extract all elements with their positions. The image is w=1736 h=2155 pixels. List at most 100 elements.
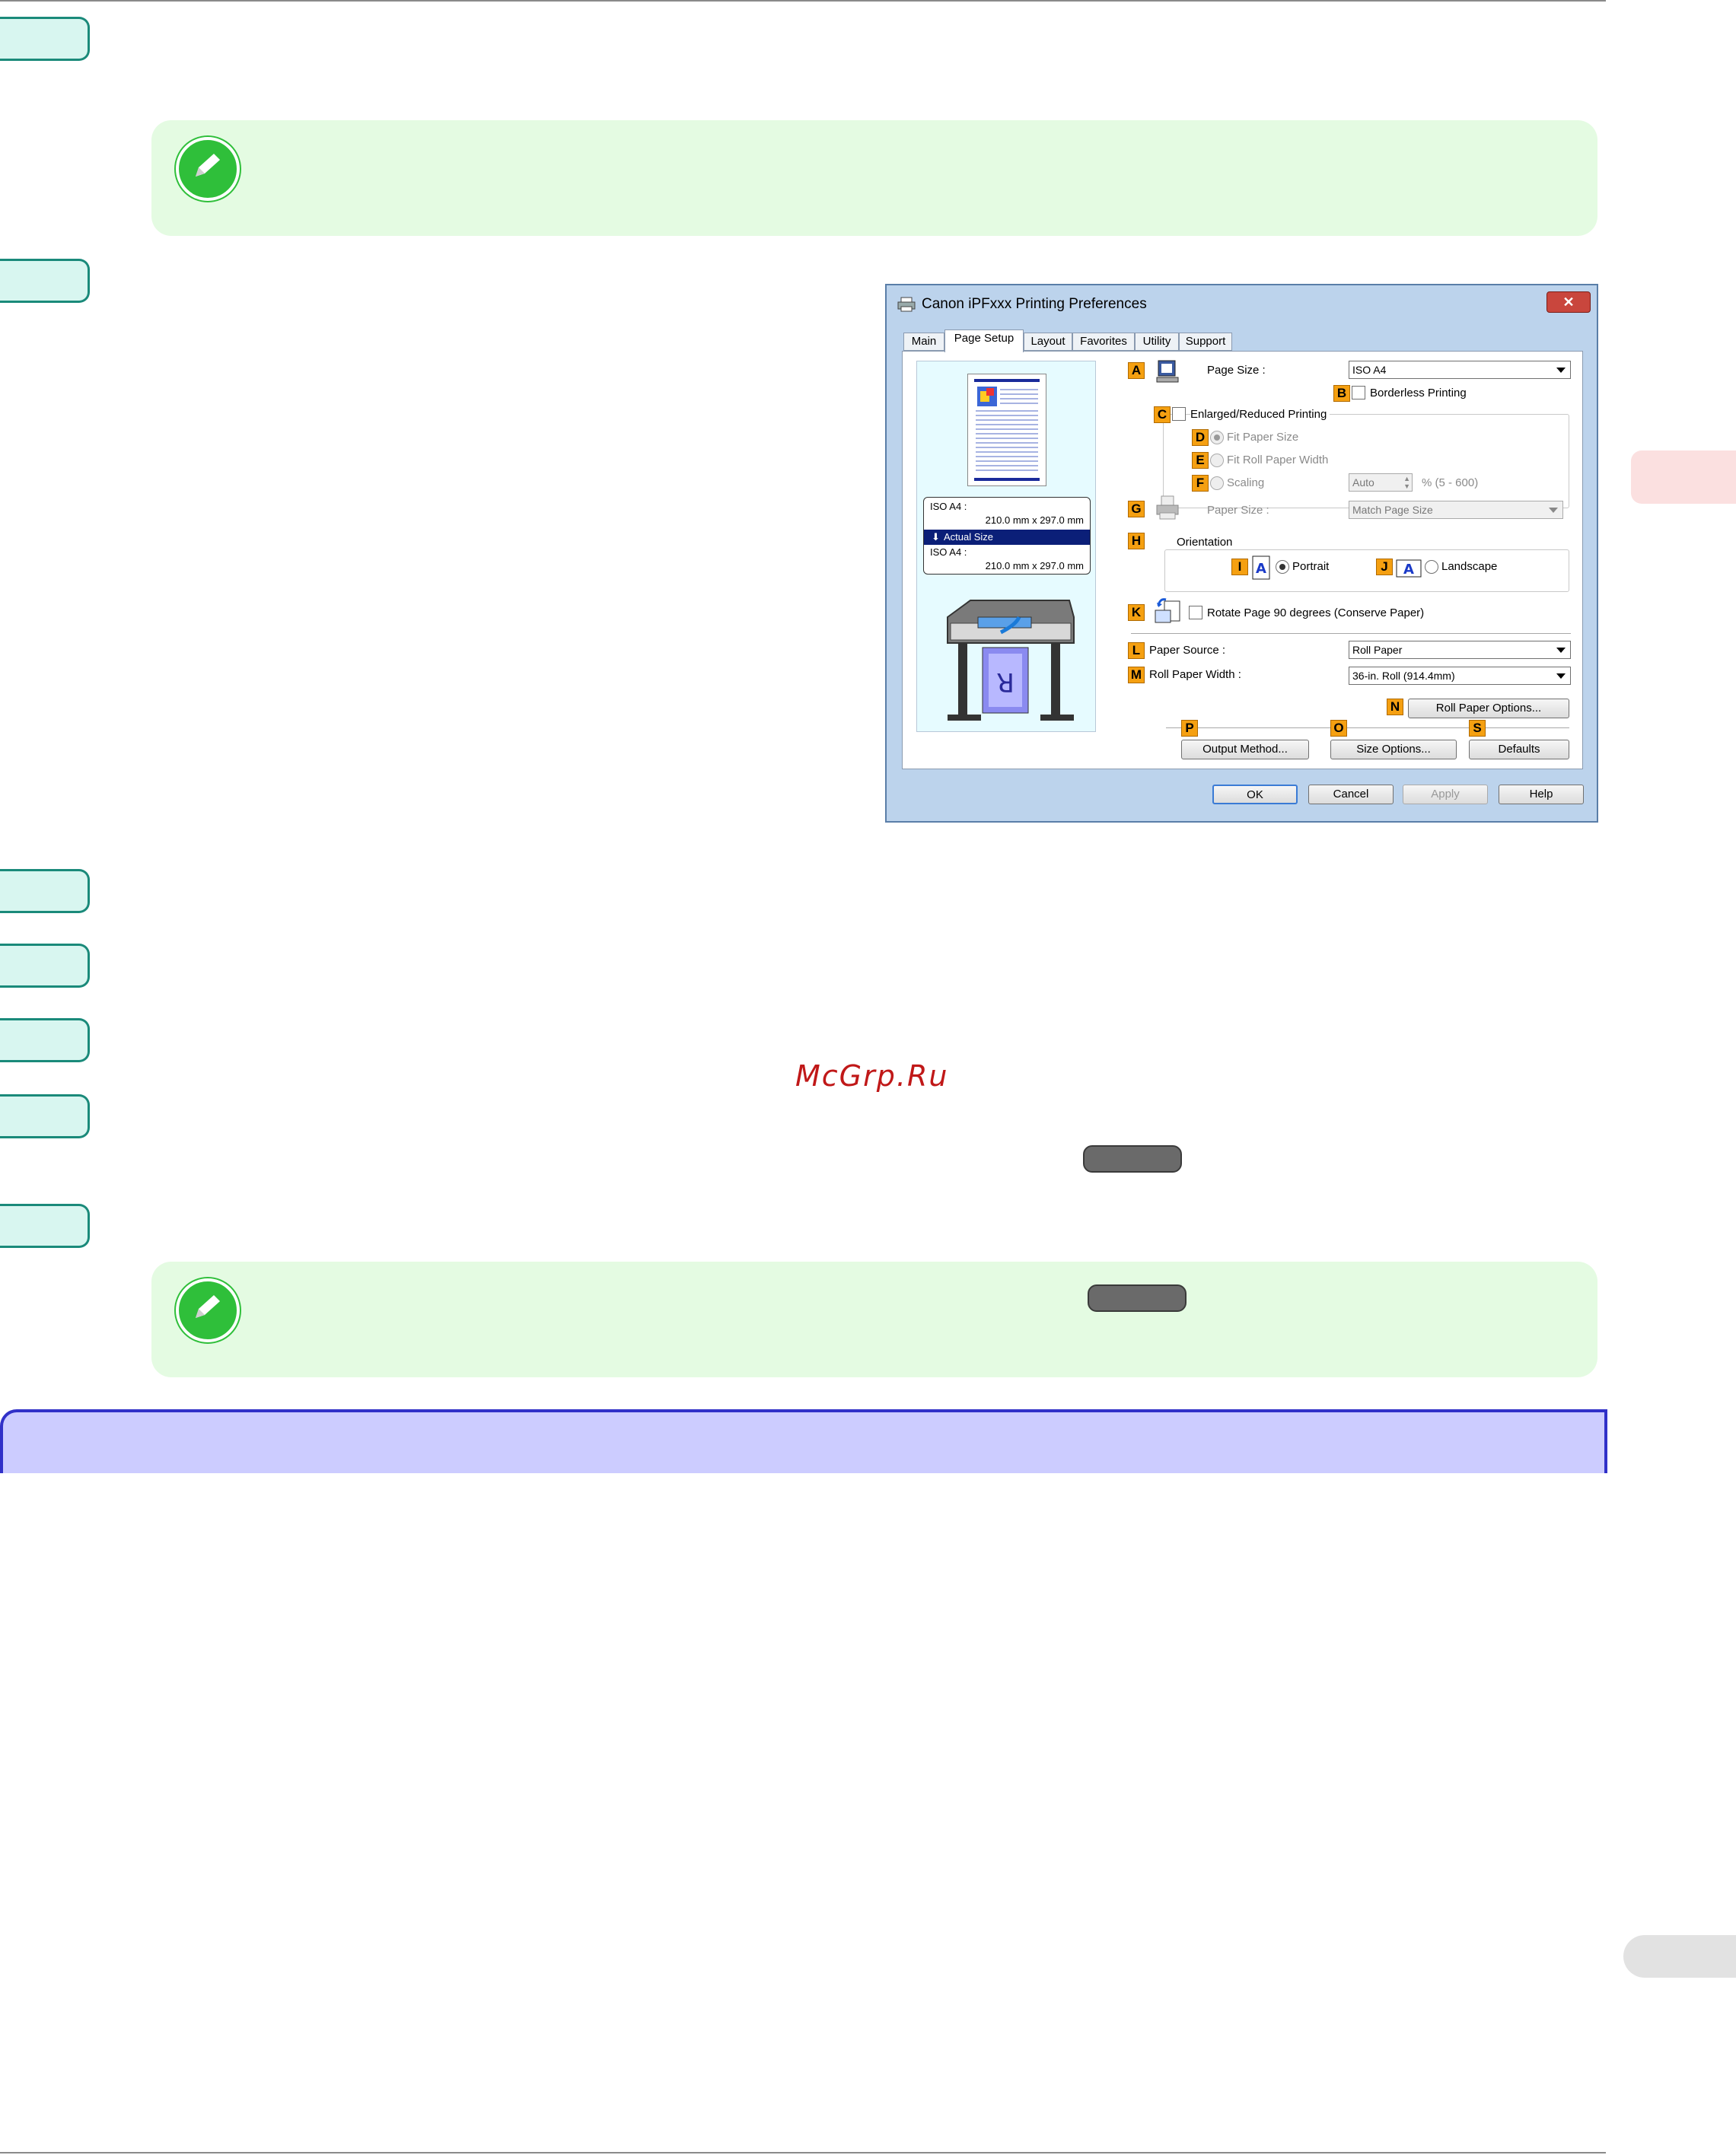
input-size-value: 210.0 mm x 297.0 mm bbox=[985, 514, 1084, 526]
label-j: J bbox=[1376, 559, 1393, 575]
portrait-radio[interactable] bbox=[1276, 560, 1289, 574]
label-g: G bbox=[1128, 501, 1145, 517]
printer-illustration: R bbox=[947, 600, 1075, 721]
section-heading-bar bbox=[0, 1409, 1607, 1473]
enlarged-reduced-group bbox=[1163, 414, 1569, 508]
step-tab bbox=[0, 1094, 90, 1138]
printed-letter: R bbox=[996, 667, 1015, 697]
divider bbox=[1131, 633, 1571, 634]
borderless-checkbox[interactable] bbox=[1352, 386, 1365, 399]
label-m: M bbox=[1128, 667, 1145, 683]
paper-size-select[interactable]: Match Page Size bbox=[1349, 501, 1563, 519]
page-size-icon bbox=[1156, 360, 1179, 383]
label-e: E bbox=[1192, 452, 1209, 469]
tab-utility[interactable]: Utility bbox=[1135, 333, 1179, 351]
label-h: H bbox=[1128, 533, 1145, 549]
close-button[interactable]: ✕ bbox=[1546, 291, 1591, 313]
svg-text:A: A bbox=[1256, 561, 1266, 577]
output-method-button[interactable]: Output Method... bbox=[1181, 740, 1309, 759]
rotate-page-label: Rotate Page 90 degrees (Conserve Paper) bbox=[1207, 606, 1425, 619]
label-l: L bbox=[1128, 642, 1145, 659]
paper-size-label: Paper Size : bbox=[1207, 504, 1269, 517]
printing-preferences-dialog: Canon iPFxxx Printing Preferences ✕ Main… bbox=[885, 284, 1598, 823]
page-preview-thumbnail bbox=[967, 374, 1046, 486]
arrow-down-icon: ⬇ bbox=[932, 531, 940, 543]
note-box bbox=[151, 1262, 1597, 1377]
chevron-down-icon bbox=[1556, 673, 1566, 679]
rotate-page-icon bbox=[1155, 598, 1180, 623]
enlarged-reduced-checkbox[interactable] bbox=[1172, 407, 1186, 421]
step-tab bbox=[0, 869, 90, 913]
scaling-label: Scaling bbox=[1227, 476, 1265, 489]
step-tab bbox=[0, 17, 90, 61]
label-k: K bbox=[1128, 604, 1145, 621]
actual-size-label: Actual Size bbox=[944, 531, 994, 543]
tab-main[interactable]: Main bbox=[903, 333, 944, 351]
label-f: F bbox=[1192, 475, 1209, 492]
roll-paper-options-button[interactable]: Roll Paper Options... bbox=[1408, 699, 1569, 718]
borderless-label: Borderless Printing bbox=[1370, 387, 1467, 399]
tab-layout[interactable]: Layout bbox=[1024, 333, 1072, 351]
landscape-icon: A bbox=[1396, 559, 1422, 578]
rotate-page-checkbox[interactable] bbox=[1189, 606, 1202, 619]
note-box bbox=[151, 120, 1597, 236]
ok-button[interactable]: OK bbox=[1212, 785, 1298, 804]
paper-size-icon bbox=[1156, 495, 1179, 520]
print-preview: ISO A4 : 210.0 mm x 297.0 mm ⬇ Actual Si… bbox=[916, 361, 1096, 732]
pencil-note-icon bbox=[176, 1278, 240, 1342]
page-size-select[interactable]: ISO A4 bbox=[1349, 361, 1571, 379]
enlarged-reduced-label: Enlarged/Reduced Printing bbox=[1190, 408, 1330, 421]
size-options-button[interactable]: Size Options... bbox=[1330, 740, 1457, 759]
key-badge bbox=[1083, 1145, 1182, 1173]
page-number-tab bbox=[1623, 1935, 1736, 1978]
label-p: P bbox=[1181, 720, 1198, 737]
label-a: A bbox=[1128, 362, 1145, 379]
dialog-title: Canon iPFxxx Printing Preferences bbox=[922, 296, 1147, 312]
step-tab bbox=[0, 1018, 90, 1062]
help-button[interactable]: Help bbox=[1499, 785, 1584, 804]
scaling-range: % (5 - 600) bbox=[1422, 476, 1479, 489]
paper-source-value: Roll Paper bbox=[1352, 644, 1403, 656]
scaling-value: Auto bbox=[1352, 476, 1374, 489]
label-s: S bbox=[1469, 720, 1486, 737]
fit-roll-width-radio[interactable] bbox=[1210, 454, 1224, 467]
landscape-radio[interactable] bbox=[1425, 560, 1438, 574]
label-o: O bbox=[1330, 720, 1347, 737]
dialog-titlebar: Canon iPFxxx Printing Preferences ✕ bbox=[887, 285, 1597, 323]
chapter-side-tab bbox=[1631, 450, 1736, 504]
page-lines-graphic bbox=[974, 379, 1040, 481]
fit-roll-width-label: Fit Roll Paper Width bbox=[1227, 454, 1329, 466]
scaling-radio[interactable] bbox=[1210, 476, 1224, 490]
cancel-button[interactable]: Cancel bbox=[1308, 785, 1394, 804]
roll-width-select[interactable]: 36-in. Roll (914.4mm) bbox=[1349, 667, 1571, 685]
divider bbox=[1166, 727, 1569, 728]
chevron-down-icon bbox=[1556, 648, 1566, 653]
key-badge bbox=[1088, 1284, 1187, 1312]
output-size-label: ISO A4 : bbox=[930, 546, 967, 558]
bottom-rule bbox=[0, 2152, 1606, 2153]
chevron-down-icon bbox=[1549, 508, 1558, 513]
step-tab bbox=[0, 1204, 90, 1248]
page-setup-panel: ISO A4 : 210.0 mm x 297.0 mm ⬇ Actual Si… bbox=[902, 351, 1583, 769]
roll-width-value: 36-in. Roll (914.4mm) bbox=[1352, 670, 1455, 682]
top-rule bbox=[0, 0, 1606, 2]
tab-page-setup[interactable]: Page Setup bbox=[944, 329, 1024, 352]
defaults-button[interactable]: Defaults bbox=[1469, 740, 1569, 759]
output-size-value: 210.0 mm x 297.0 mm bbox=[985, 560, 1084, 571]
size-info-box: ISO A4 : 210.0 mm x 297.0 mm ⬇ Actual Si… bbox=[923, 497, 1091, 575]
page-size-value: ISO A4 bbox=[1352, 364, 1387, 376]
pencil-note-icon bbox=[176, 137, 240, 201]
scaling-stepper[interactable]: Auto ▲▼ bbox=[1349, 473, 1413, 492]
step-tab bbox=[0, 259, 90, 303]
tab-favorites[interactable]: Favorites bbox=[1072, 333, 1135, 351]
fit-paper-size-radio[interactable] bbox=[1210, 431, 1224, 444]
step-tab bbox=[0, 944, 90, 988]
spin-arrows-icon[interactable]: ▲▼ bbox=[1403, 475, 1410, 490]
label-i: I bbox=[1231, 559, 1248, 575]
paper-source-label: Paper Source : bbox=[1149, 644, 1226, 657]
svg-text:A: A bbox=[1403, 562, 1414, 578]
apply-button[interactable]: Apply bbox=[1403, 785, 1488, 804]
tab-support[interactable]: Support bbox=[1179, 333, 1232, 351]
paper-source-select[interactable]: Roll Paper bbox=[1349, 641, 1571, 659]
paper-size-value: Match Page Size bbox=[1352, 504, 1433, 516]
